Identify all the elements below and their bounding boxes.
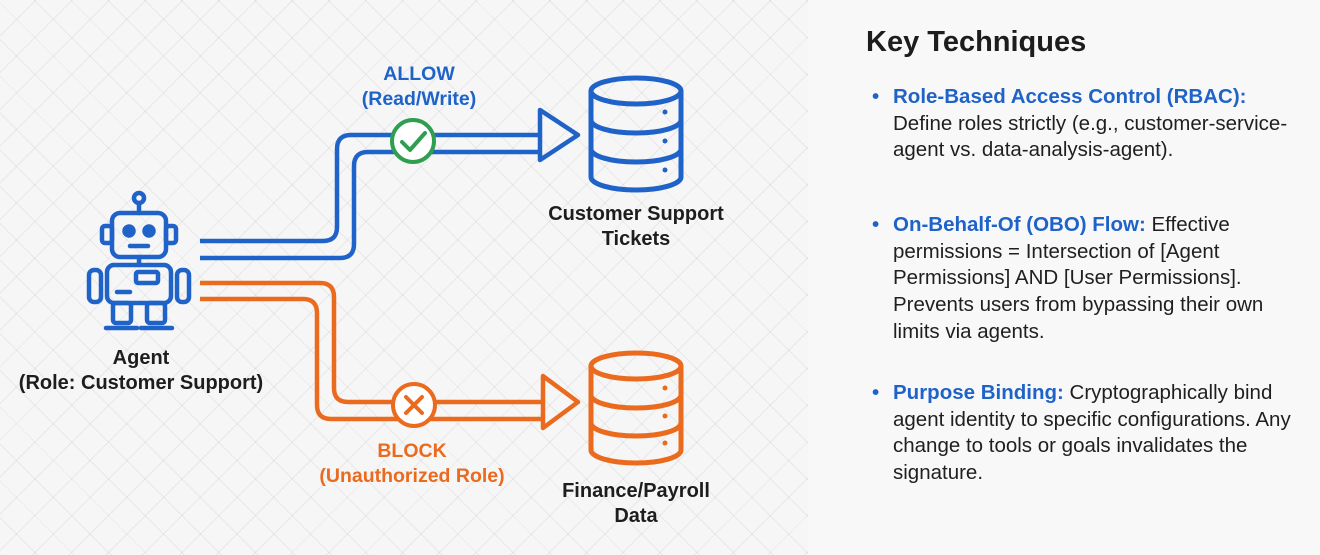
robot-icon xyxy=(86,190,192,331)
technique-purpose-binding: • Purpose Binding: Cryptographically bin… xyxy=(872,380,1293,487)
technique-description: Effective permissions = Intersection of … xyxy=(893,213,1264,343)
block-label: BLOCK (Unauthorized Role) xyxy=(287,439,537,488)
key-techniques-title: Key Techniques xyxy=(866,26,1087,58)
technique-obo-flow: • On-Behalf-Of (OBO) Flow: Effective per… xyxy=(872,212,1293,345)
technique-description: Cryptographically bind agent identity to… xyxy=(893,381,1291,484)
allow-label-title: ALLOW xyxy=(383,63,455,85)
finance-payroll-db-label-line1: Finance/Payroll xyxy=(562,480,710,502)
agent-label-role: (Role: Customer Support) xyxy=(18,372,264,395)
agent-label: Agent (Role: Customer Support) xyxy=(0,346,282,396)
block-flow-arrow xyxy=(200,280,581,431)
block-label-subtitle: (Unauthorized Role) xyxy=(319,464,505,487)
database-icon xyxy=(588,75,684,193)
customer-support-db-label-line2: Tickets xyxy=(601,228,671,251)
customer-support-db-label-line1: Customer Support xyxy=(548,203,724,225)
finance-payroll-db-label: Finance/Payroll Data xyxy=(511,479,761,529)
technique-description: Define roles strictly (e.g., customer-se… xyxy=(893,111,1288,162)
customer-support-db-label: Customer Support Tickets xyxy=(511,202,761,252)
allow-flow-arrow xyxy=(200,107,581,261)
technique-rbac: • Role-Based Access Control (RBAC): Defi… xyxy=(872,84,1293,164)
bullet-icon: • xyxy=(872,85,880,108)
database-icon xyxy=(588,350,684,466)
x-icon xyxy=(391,382,437,428)
key-techniques-panel xyxy=(808,0,1320,555)
technique-term: Purpose Binding: xyxy=(893,381,1064,404)
technique-term: On-Behalf-Of (OBO) Flow: xyxy=(893,213,1146,236)
technique-term: Role-Based Access Control (RBAC): xyxy=(893,85,1247,108)
bullet-icon: • xyxy=(872,213,880,236)
agent-label-title: Agent xyxy=(112,347,170,369)
allow-label-subtitle: (Read/Write) xyxy=(361,87,477,110)
block-label-title: BLOCK xyxy=(377,440,447,462)
finance-payroll-db-label-line2: Data xyxy=(614,505,658,528)
check-icon xyxy=(390,118,436,164)
allow-label: ALLOW (Read/Write) xyxy=(309,62,529,111)
bullet-icon: • xyxy=(872,381,880,404)
access-flow-diagram xyxy=(86,75,684,466)
